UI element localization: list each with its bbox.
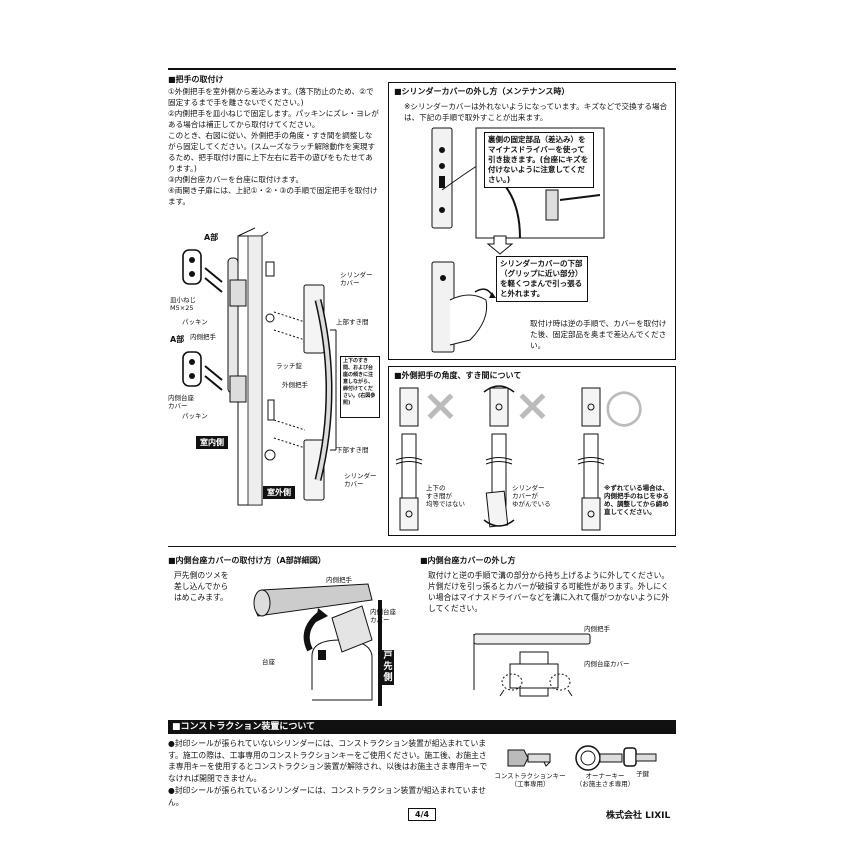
page-number: 4/4 — [408, 808, 437, 821]
inner-cover-install-text: 戸先側のツメを 差し込んでから はめこみます。 — [174, 571, 229, 602]
inner-handle-label: 内側把手 — [190, 333, 216, 341]
cylinder-cover-bottom-label: シリンダー カバー — [344, 472, 377, 488]
middle-rule — [168, 546, 676, 547]
mark-x-1: × — [422, 380, 459, 431]
cylinder-note-1: 裏側の固定部品（差込み）をマイナスドライバーを使って引き抜きます。(台座にキズを… — [484, 132, 594, 188]
construction-title: ■コンストラクション装置について — [168, 720, 676, 734]
gap-note-box: 上下のすき間、および台座の傾きに注意しながら、締付けてください。(右図参照) — [340, 356, 380, 418]
key-label-construction: コンストラクションキー （工事専用） — [494, 772, 566, 788]
cylinder-note-2: シリンダーカバーの下部（グリップに近い部分）を軽くつまんで引っ張ると外れます。 — [496, 256, 588, 302]
cylinder-cover-top-label: シリンダー カバー — [340, 271, 373, 287]
install-label-handle: 内側把手 — [326, 576, 352, 584]
mark-o: ○ — [604, 378, 645, 432]
angle-caption-3: ※ずれている場合は、内側把手のねじをゆるめ、調整してから締め直してください。 — [604, 484, 669, 516]
cylinder-section-intro: ※シリンダーカバーは外れないようになっています。キズなどで交換する場合は、下記の… — [404, 102, 668, 122]
mark-x-2: × — [514, 380, 551, 431]
cylinder-reinstall-text: 取付け時は逆の手順で、カバーを取付けた後、固定部品を奥まで差込んでください。 — [530, 319, 667, 350]
room-inside-tag: 室内側 — [196, 436, 228, 449]
install-label-cover: 内側台座 カバー — [370, 608, 396, 624]
remove-label-handle: 内側把手 — [584, 625, 610, 633]
cylinder-section-title: ■シリンダーカバーの外し方（メンテナンス時） — [394, 87, 570, 96]
construction-bullet-2: ●封印シールが張られているシリンダーには、コンストラクション装置が組込まれていま… — [168, 786, 486, 807]
a-part-bottom-label: A部 — [170, 335, 185, 344]
install-label-door-edge: 戸先側 — [382, 650, 394, 685]
angle-section-box — [388, 366, 676, 536]
room-outside-tag: 室外側 — [263, 486, 295, 499]
install-label-base: 台座 — [262, 658, 275, 666]
angle-section-title: ■外側把手の角度、すき間について — [394, 371, 522, 380]
angle-caption-2: シリンダー カバーが ゆがんでいる — [512, 484, 551, 508]
screw-label: 皿小ねじ M5×25 — [170, 296, 196, 312]
key-label-sub: 子鍵 — [636, 770, 649, 778]
latch-label: ラッチ錠 — [276, 362, 302, 370]
upper-gap-label: 上部すき間 — [336, 318, 369, 326]
inner-base-cover-label: 内側台座 カバー — [168, 394, 194, 410]
company-name: 株式会社 LIXIL — [606, 811, 671, 821]
construction-bullet-1: ●封印シールが張られていないシリンダーには、コンストラクション装置が組込まれてい… — [168, 739, 488, 783]
inner-cover-install-title: ■内側台座カバーの取付け方（A部詳細図） — [168, 556, 326, 565]
packing-bottom-label: パッキン — [182, 412, 208, 420]
a-part-top-label: A部 — [204, 233, 219, 242]
outer-handle-label: 外側把手 — [282, 381, 308, 389]
angle-caption-1: 上下の すき間が 均等ではない — [426, 484, 465, 508]
cylinder-section-box — [388, 82, 676, 360]
handle-install-steps: ①外側把手を室外側から差込みます。(落下防止のため、②で固定するまで手を離さない… — [168, 87, 379, 206]
remove-label-cover: 内側台座カバー — [584, 660, 630, 668]
handle-install-title: ■把手の取付け — [168, 75, 224, 84]
inner-cover-remove-title: ■内側台座カバーの外し方 — [420, 556, 516, 565]
key-label-owner: オーナーキー （お施主さま専用） — [575, 772, 635, 788]
packing-top-label: パッキン — [182, 318, 208, 326]
top-rule — [168, 68, 676, 70]
lower-gap-label: 下部すき間 — [336, 446, 369, 454]
inner-cover-remove-text: 取付けと逆の手順で溝の部分から持ち上げるように外してください。 片側だけを引っ張… — [428, 571, 670, 613]
